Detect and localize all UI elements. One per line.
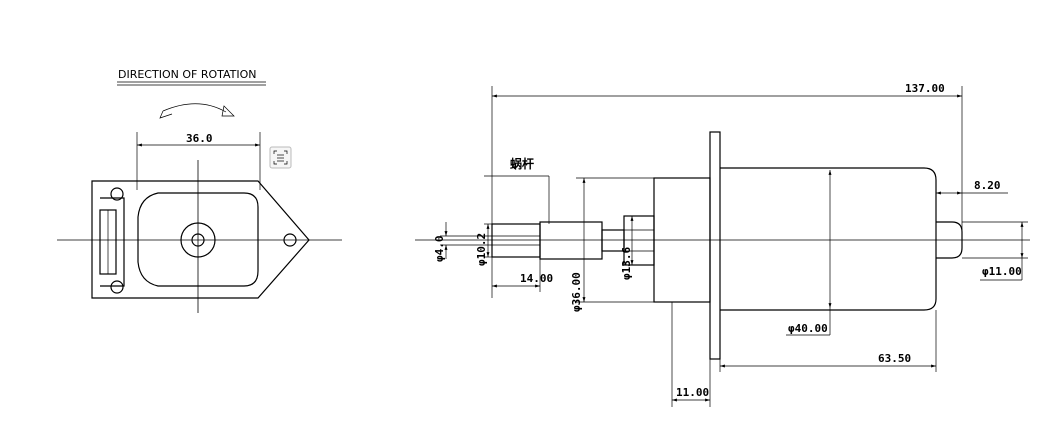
flange bbox=[709, 131, 721, 360]
worm-label: 蜗杆 bbox=[510, 156, 534, 171]
shaft-diameter-dimensions: φ4.0 φ10.2 bbox=[433, 222, 492, 266]
width-dim-label: 36.0 bbox=[186, 132, 213, 145]
rear-shaft-length-label: 8.20 bbox=[974, 179, 1001, 192]
rear-shaft-diameter-dimension: φ11.00 bbox=[962, 221, 1028, 281]
overall-length-label: 137.00 bbox=[905, 82, 945, 95]
scan-text-icon bbox=[273, 150, 288, 165]
rear-shaft-length-dimension: 8.20 bbox=[935, 179, 1008, 200]
front-view: DIRECTION OF ROTATION 36.0 bbox=[57, 68, 342, 313]
front-shaft bbox=[491, 223, 541, 258]
shaft-dia-small-label: φ4.0 bbox=[433, 236, 446, 263]
body-diameter-dimension: φ40.00 bbox=[786, 170, 832, 336]
body-length-dimension: 63.50 bbox=[719, 310, 937, 372]
width-dimension: 36.0 bbox=[136, 132, 261, 190]
flange-diameter-dimension: φ36.00 bbox=[570, 177, 654, 312]
motor-face bbox=[137, 192, 259, 287]
ocr-scan-button[interactable] bbox=[269, 146, 292, 169]
hub-dia-label: φ13.6 bbox=[620, 247, 633, 280]
motor-body bbox=[720, 167, 937, 311]
flange-offset-label: 11.00 bbox=[676, 386, 709, 399]
side-view: 137.00 蜗杆 φ4.0 bbox=[415, 82, 1030, 407]
overall-length-dimension: 137.00 bbox=[491, 82, 963, 298]
body-length-label: 63.50 bbox=[878, 352, 911, 365]
mounting-plate bbox=[91, 180, 310, 299]
hub-diameter-dimension: φ13.6 bbox=[620, 215, 634, 280]
rotation-arrow-icon bbox=[159, 103, 235, 119]
flange-dia-label: φ36.00 bbox=[570, 272, 583, 312]
body-dia-label: φ40.00 bbox=[788, 322, 828, 335]
worm-length-label: 14.00 bbox=[520, 272, 553, 285]
rotation-caption: DIRECTION OF ROTATION bbox=[118, 68, 257, 81]
rear-shaft bbox=[936, 221, 963, 259]
worm-length-dimension: 14.00 bbox=[492, 259, 553, 292]
worm-gear bbox=[539, 221, 603, 260]
flange-offset-dimension: 11.00 bbox=[671, 302, 711, 407]
shaft-dia-label: φ10.2 bbox=[475, 233, 488, 266]
rear-shaft-dia-label: φ11.00 bbox=[982, 265, 1022, 278]
